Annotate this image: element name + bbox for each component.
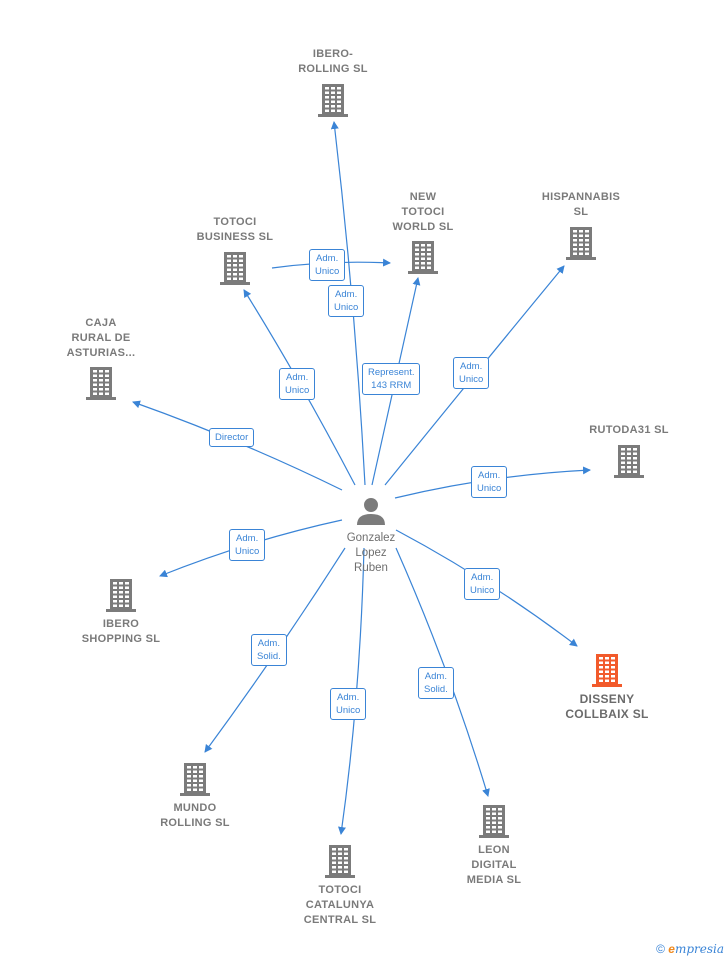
copyright-icon: © [656,942,665,956]
building-icon-caja_rural[interactable] [86,367,116,400]
brand-logo-initial: e [668,942,675,956]
relation-label-new_totoci[interactable]: Represent. 143 RRM [362,363,421,395]
building-icon-rutoda31[interactable] [614,445,644,478]
company-label-caja_rural[interactable]: CAJA RURAL DE ASTURIAS... [66,317,136,359]
company-label-disseny[interactable]: DISSENY COLLBAIX SL [565,692,649,721]
relation-label-ibero_rolling[interactable]: Adm. Unico [328,285,365,317]
building-icon-totoci_business[interactable] [220,252,250,285]
building-icon-hispannabis[interactable] [566,227,596,260]
building-icon-ibero_shopping[interactable] [106,579,136,612]
company-label-hispannabis[interactable]: HISPANNABIS SL [541,191,621,218]
person-name: Gonzalez Lopez Ruben [346,532,396,574]
company-label-ibero_shopping[interactable]: IBERO SHOPPING SL [81,618,161,645]
building-icon-disseny[interactable] [592,654,622,687]
building-icon-new_totoci[interactable] [408,241,438,274]
company-label-ibero_rolling[interactable]: IBERO- ROLLING SL [298,48,368,75]
relation-label-new_totoci[interactable]: Adm. Unico [309,249,346,281]
company-label-leon_digital[interactable]: LEON DIGITAL MEDIA SL [466,844,522,886]
brand-logo-text: mpresia [674,942,724,956]
relation-label-mundo_rolling[interactable]: Adm. Solid. [251,634,287,666]
building-icon-totoci_catalunya[interactable] [325,845,355,878]
company-label-rutoda31[interactable]: RUTODA31 SL [589,424,669,436]
building-icon-mundo_rolling[interactable] [180,763,210,796]
relation-label-caja_rural[interactable]: Director [209,428,255,447]
company-label-totoci_catalunya[interactable]: TOTOCI CATALUNYA CENTRAL SL [303,884,377,926]
relation-label-rutoda31[interactable]: Adm. Unico [471,466,508,498]
relation-label-hispannabis[interactable]: Adm. Unico [453,357,490,389]
company-label-totoci_business[interactable]: TOTOCI BUSINESS SL [196,216,274,243]
footer-brand: © empresia [656,942,724,956]
company-icons [86,84,644,878]
company-label-mundo_rolling[interactable]: MUNDO ROLLING SL [160,802,230,829]
company-label-new_totoci[interactable]: NEW TOTOCI WORLD SL [392,191,454,233]
building-icon-leon_digital[interactable] [479,805,509,838]
relation-label-leon_digital[interactable]: Adm. Solid. [418,667,454,699]
relation-label-totoci_catalunya[interactable]: Adm. Unico [330,688,367,720]
person-icon [357,498,385,525]
relation-label-disseny[interactable]: Adm. Unico [464,568,501,600]
relation-label-totoci_business[interactable]: Adm. Unico [279,368,316,400]
building-icon-ibero_rolling[interactable] [318,84,348,117]
relation-label-ibero_shopping[interactable]: Adm. Unico [229,529,266,561]
